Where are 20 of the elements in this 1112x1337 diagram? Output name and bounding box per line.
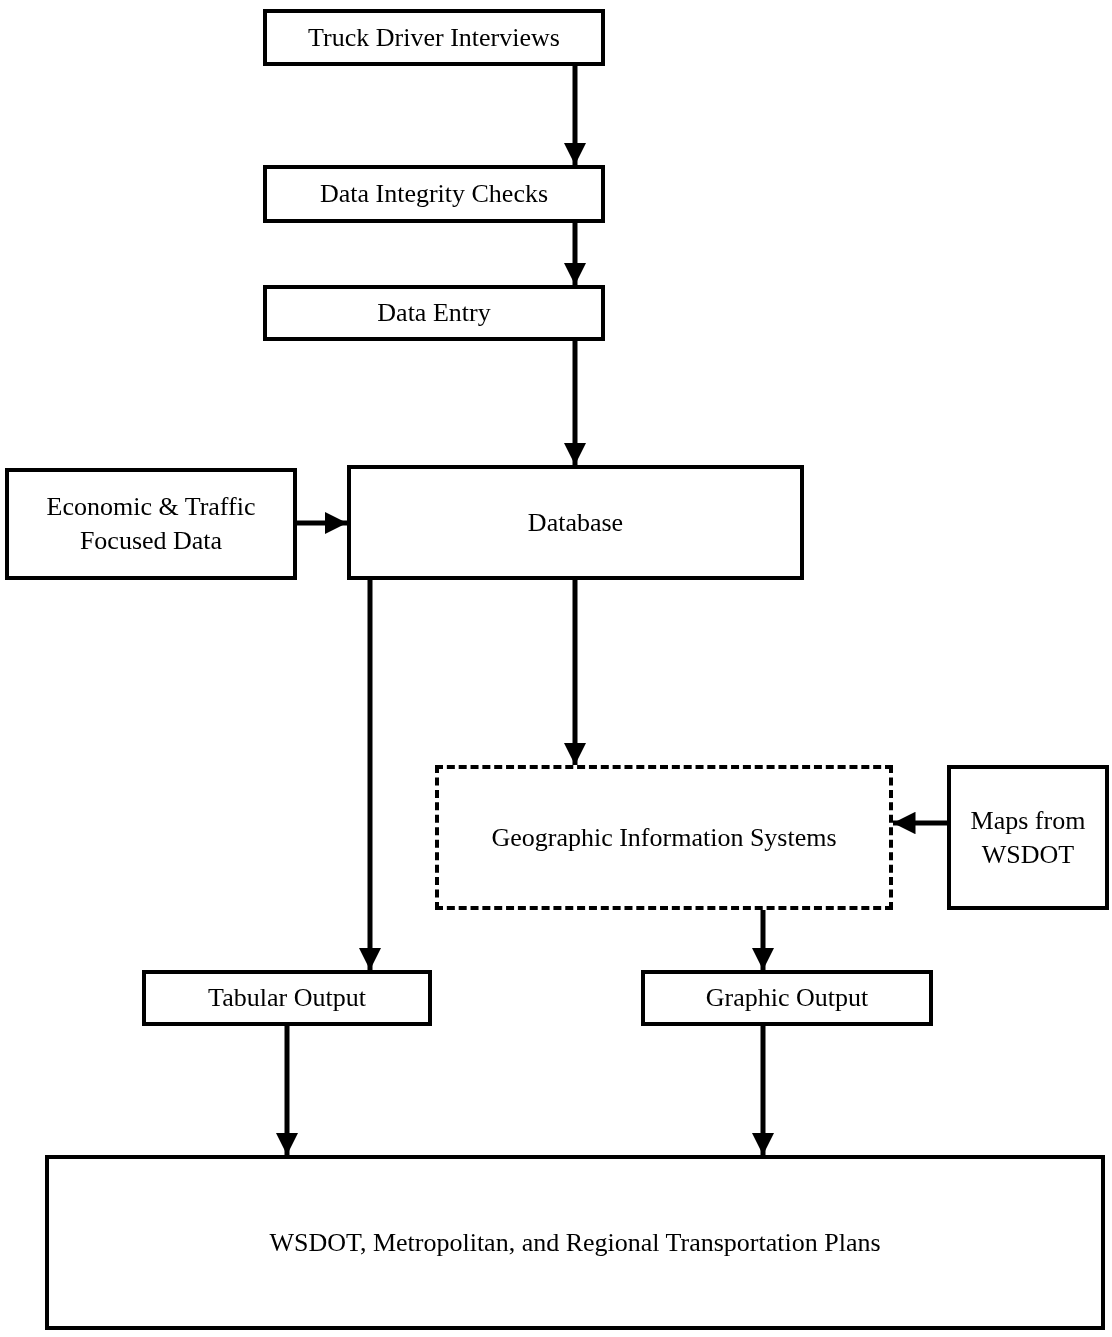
- process-box: Graphic Output: [641, 970, 933, 1026]
- arrow: [275, 1026, 299, 1155]
- arrow: [297, 511, 347, 535]
- process-box: Economic & Traffic Focused Data: [5, 468, 297, 580]
- arrow: [751, 1026, 775, 1155]
- process-box: Truck Driver Interviews: [263, 9, 605, 66]
- dashed-process-box: Geographic Information Systems: [435, 765, 893, 910]
- arrow: [751, 910, 775, 970]
- process-box: Database: [347, 465, 804, 580]
- arrow: [358, 580, 382, 970]
- arrow: [563, 341, 587, 465]
- process-box: WSDOT, Metropolitan, and Regional Transportation Plans: [45, 1155, 1105, 1330]
- process-box: Data Entry: [263, 285, 605, 341]
- arrow: [563, 580, 587, 765]
- process-box: Maps from WSDOT: [947, 765, 1109, 910]
- process-box: Data Integrity Checks: [263, 165, 605, 223]
- arrow: [563, 223, 587, 285]
- arrow: [563, 66, 587, 165]
- process-box: Tabular Output: [142, 970, 432, 1026]
- arrow: [893, 811, 947, 835]
